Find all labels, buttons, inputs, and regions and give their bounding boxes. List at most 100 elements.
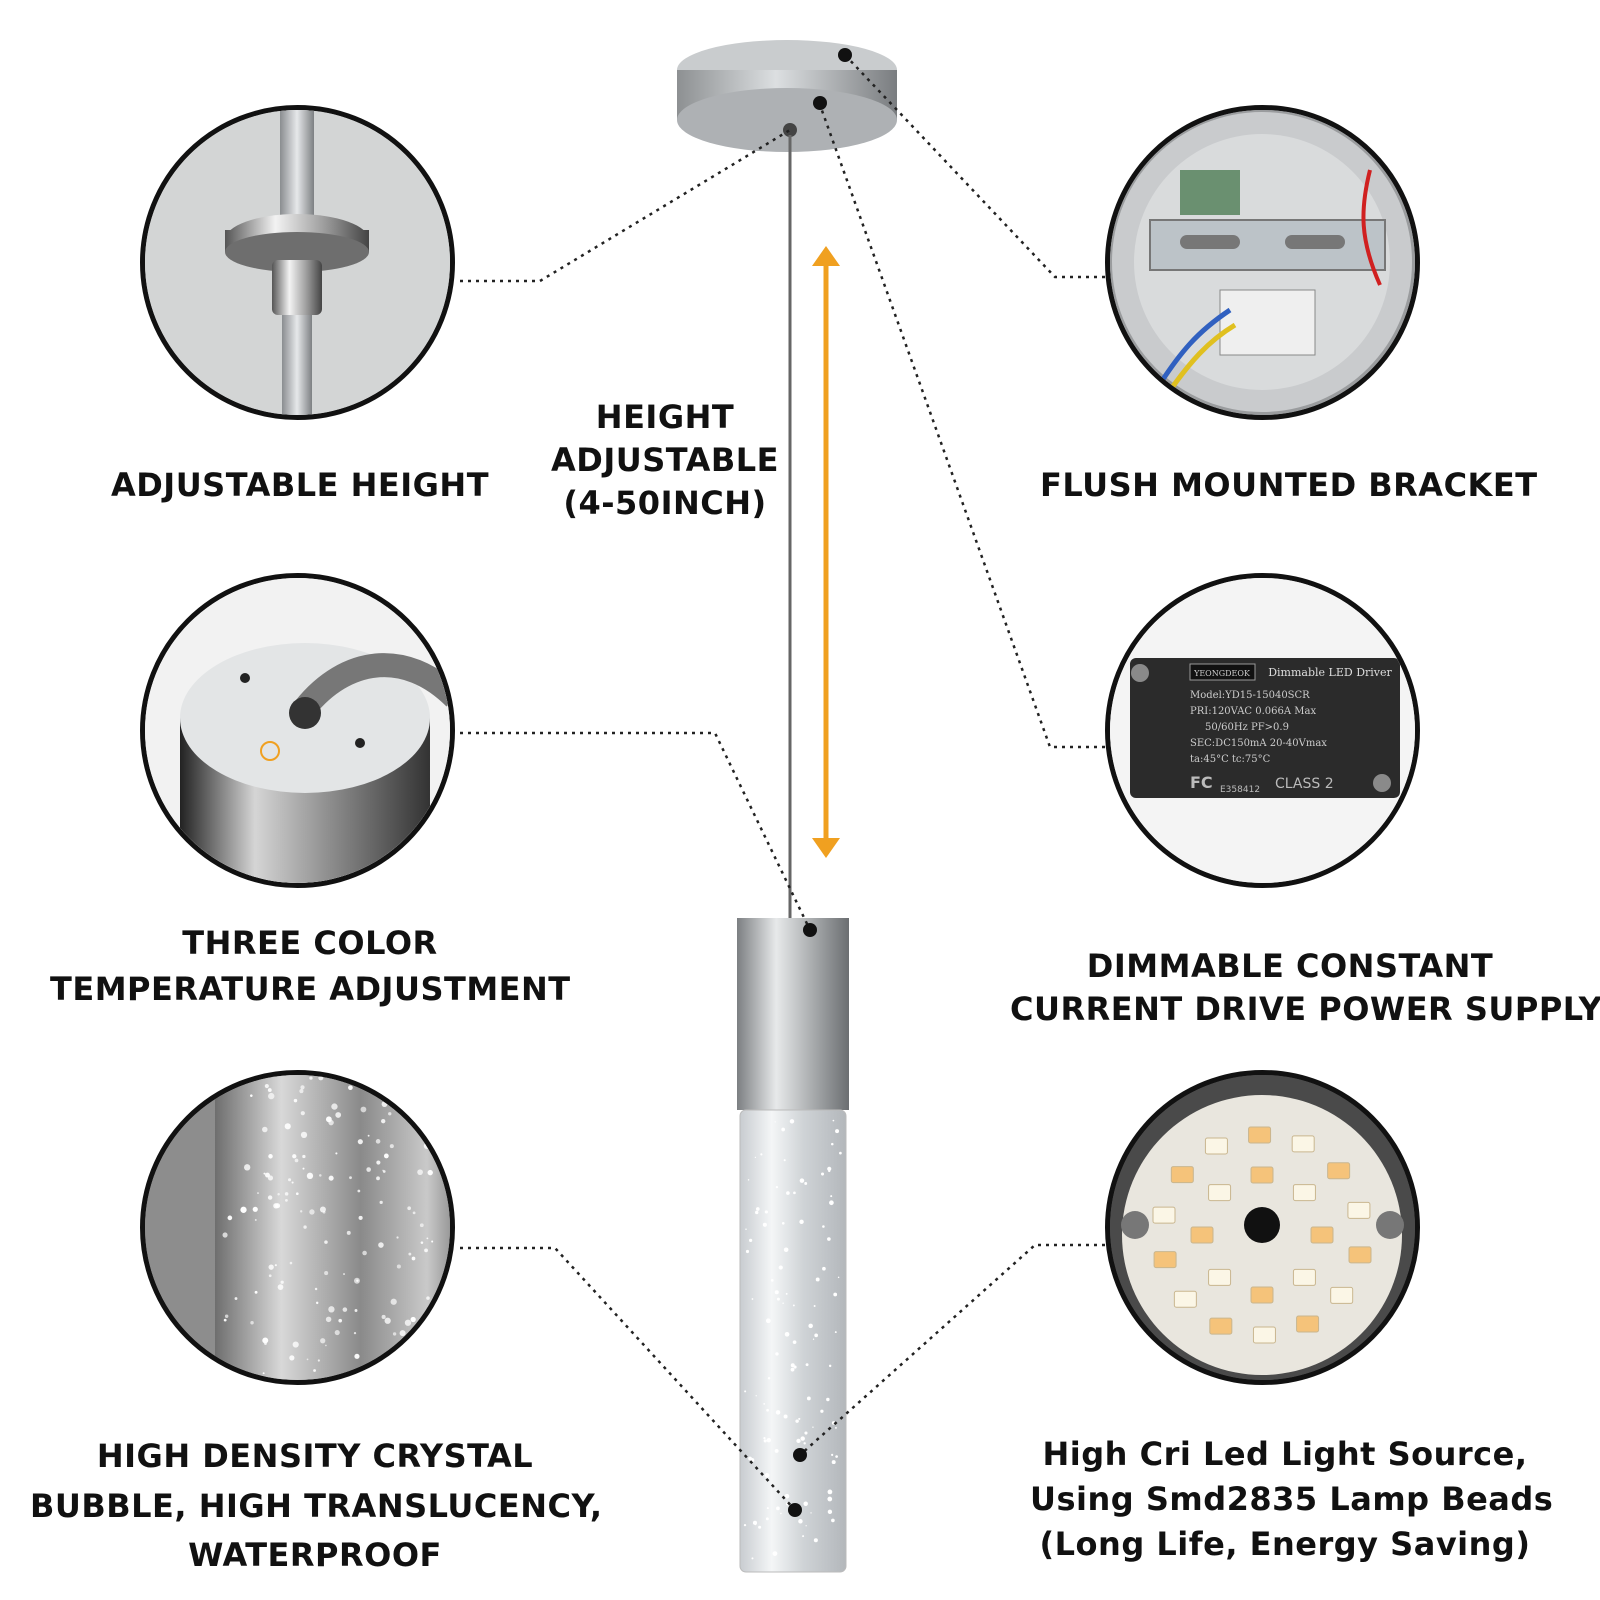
crystal-bubble	[399, 1330, 406, 1337]
glass-bubble	[798, 1519, 803, 1524]
led-chip	[1250, 1166, 1274, 1184]
crystal-bubble	[325, 1116, 332, 1123]
crystal-bubble	[412, 1211, 416, 1215]
crystal-bubble	[303, 1225, 307, 1229]
crystal-bubble	[268, 1274, 272, 1278]
crystal-bubble	[325, 1316, 332, 1323]
glass-bubble	[827, 1237, 831, 1241]
glass-bubble	[781, 1221, 785, 1225]
glass-bubble	[827, 1509, 833, 1515]
led-chip	[1153, 1251, 1177, 1269]
crystal-bubble	[419, 1223, 424, 1228]
glass-bubble	[814, 1333, 818, 1338]
crystal-bubble	[382, 1170, 386, 1173]
glass-bubble	[812, 1426, 814, 1428]
glass-bubble	[822, 1266, 826, 1271]
crystal-bubble	[300, 1131, 308, 1139]
glass-bubble	[745, 1249, 750, 1254]
crystal-bubble	[240, 1206, 247, 1213]
led-chip	[1252, 1326, 1276, 1344]
color-temperature-label: THREE COLOR TEMPERATURE ADJUSTMENT	[50, 924, 571, 1009]
glass-bubble	[765, 1517, 769, 1521]
crystal-bubble	[417, 1169, 423, 1176]
crystal-bubble	[431, 1240, 434, 1243]
crystal-bubble	[319, 1206, 326, 1213]
crystal-bubble	[293, 1098, 298, 1103]
crystal-bubble	[273, 1203, 279, 1209]
crystal-bubble	[378, 1242, 384, 1248]
glass-bubble	[790, 1367, 795, 1372]
crystal-bubble	[396, 1236, 399, 1239]
glass-bubble	[804, 1182, 808, 1185]
crystal-bubble	[427, 1169, 433, 1176]
crystal-bubble	[294, 1158, 299, 1163]
crystal-bubble	[252, 1206, 258, 1212]
glass-bubble	[813, 1538, 818, 1543]
driver-brand: YEONGDEOK	[1193, 669, 1251, 678]
glass-bubble	[839, 1151, 842, 1155]
crystal-bubble	[309, 1076, 313, 1080]
led-chip	[1292, 1268, 1316, 1286]
crystal-bubble	[250, 1321, 254, 1325]
glass-bubble	[766, 1437, 772, 1443]
driver-cert: E358412	[1220, 785, 1260, 795]
crystal-bubble	[358, 1215, 363, 1220]
crystal-bubble	[379, 1200, 383, 1205]
crystal-bubble	[309, 1209, 315, 1215]
crystal-bubble	[254, 1219, 257, 1221]
glass-bubble	[827, 1166, 832, 1171]
crystal-bubble	[243, 1164, 251, 1171]
glass-bubble	[826, 1397, 830, 1402]
crystal-bubble	[317, 1359, 320, 1362]
crystal-bubble	[320, 1338, 326, 1344]
led-chip	[1170, 1166, 1194, 1184]
crystal-bubble	[314, 1287, 318, 1291]
glass-bubble	[775, 1410, 781, 1415]
glass-bubble	[827, 1489, 833, 1495]
led-chip	[1327, 1162, 1351, 1180]
crystal-bubble	[280, 1280, 284, 1284]
glass-bubble	[803, 1442, 806, 1445]
crystal-bubble	[300, 1085, 305, 1090]
glass-bubble	[763, 1403, 765, 1405]
canopy-screw-dot	[783, 123, 797, 137]
led-chip	[1330, 1286, 1354, 1304]
crystal-bubble	[262, 1126, 268, 1133]
crystal-bubble	[407, 1206, 412, 1211]
crystal-bubble	[257, 1192, 259, 1194]
glass-bubble	[805, 1525, 807, 1527]
glass-bubble	[820, 1409, 824, 1413]
led-chip	[1248, 1126, 1272, 1144]
glass-bubble	[774, 1290, 779, 1295]
crystal-bubble	[324, 1240, 328, 1244]
crystal-bubble	[291, 1181, 294, 1184]
glass-bubble	[758, 1525, 762, 1529]
crystal-bubble	[319, 1174, 322, 1177]
flush-bracket-detail-image	[1105, 105, 1420, 420]
led-chip	[1204, 1137, 1228, 1155]
glass-bubble	[806, 1396, 811, 1401]
glass-bubble	[796, 1438, 801, 1444]
driver-pri: PRI:120VAC 0.066A Max	[1190, 706, 1316, 717]
crystal-bubble	[356, 1279, 359, 1282]
crystal-bubble	[315, 1301, 319, 1305]
glass-bubble	[804, 1431, 808, 1435]
driver-temps: ta:45°C tc:75°C	[1190, 754, 1271, 765]
crystal-bubble	[335, 1112, 342, 1118]
glass-bubble	[830, 1195, 833, 1198]
led-chip	[1190, 1226, 1214, 1244]
glass-bubble	[751, 1298, 754, 1300]
crystal-bubble	[338, 1318, 343, 1323]
glass-bubble	[813, 1305, 816, 1307]
crystal-bubble	[357, 1139, 363, 1145]
crystal-bubble-detail-image	[140, 1070, 455, 1385]
glass-bubble	[812, 1338, 815, 1340]
led-chip	[1296, 1315, 1320, 1333]
glass-bubble	[793, 1191, 796, 1195]
glass-bubble	[803, 1501, 808, 1507]
led-chip	[1209, 1317, 1233, 1335]
crystal-bubble	[292, 1154, 297, 1159]
glass-bubble	[793, 1365, 797, 1369]
crystal-bubble	[366, 1167, 371, 1172]
